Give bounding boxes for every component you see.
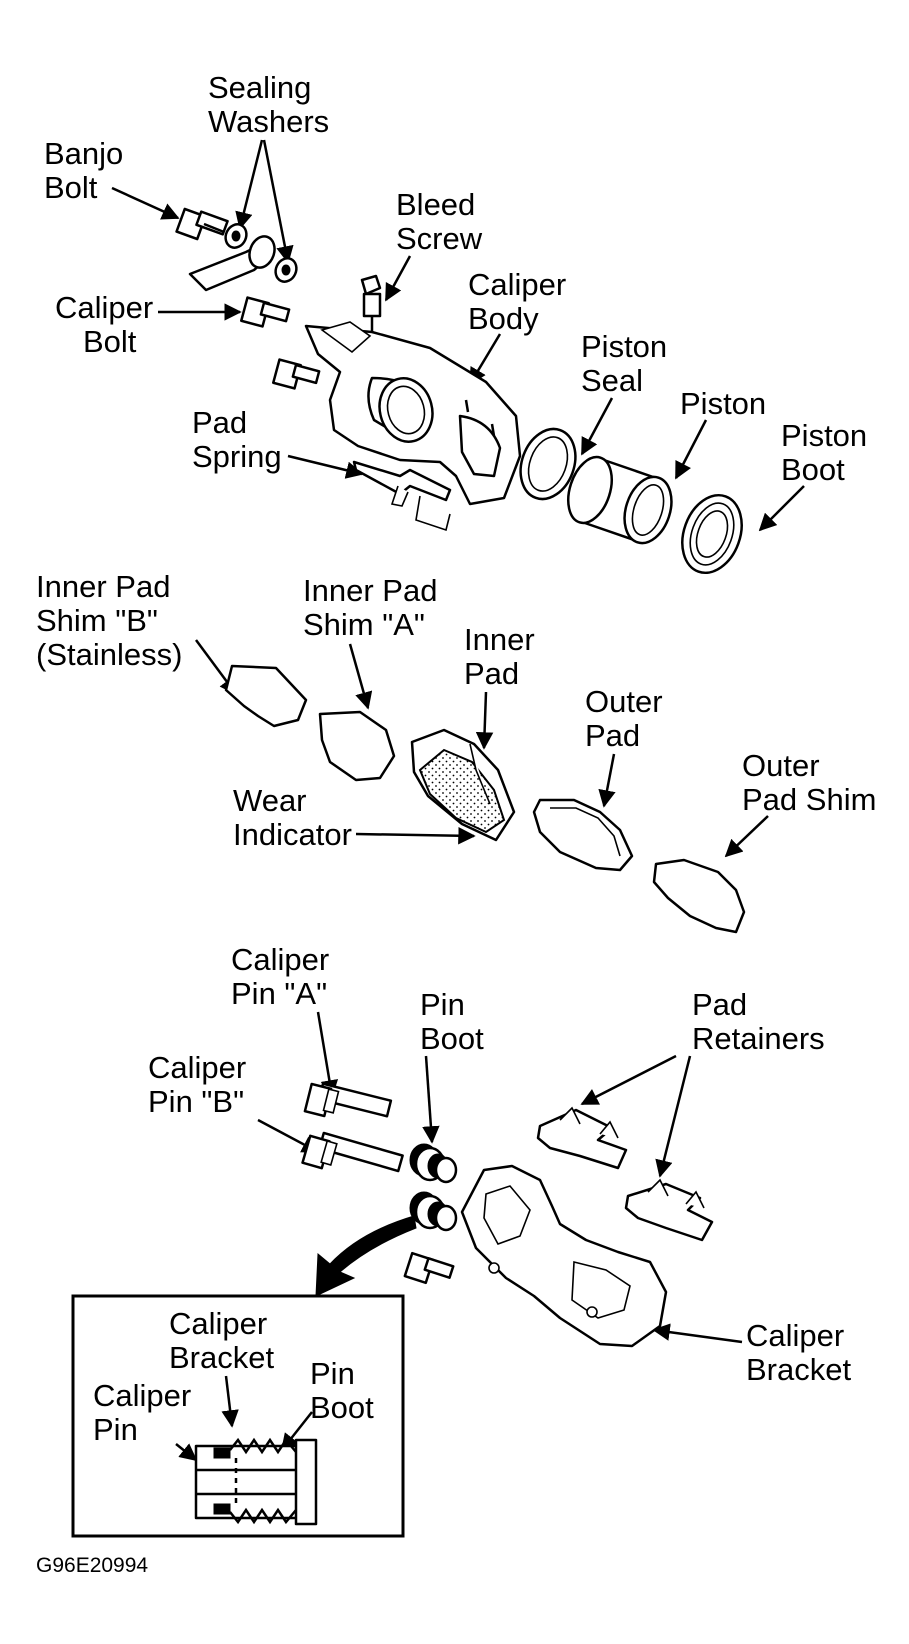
label-outer-pad-shim: Outer Pad Shim: [742, 748, 876, 817]
sealing-washer-2: [274, 257, 298, 283]
outer-pad-shim-part: [652, 858, 746, 934]
label-outer-pad: Outer Pad: [585, 684, 671, 753]
label-banjo-bolt: Banjo Bolt: [44, 136, 132, 205]
piston-part: [567, 455, 673, 545]
inner-pad-shim-a-part: [318, 710, 396, 782]
label-caliper-bolt: Caliper Bolt: [55, 290, 162, 359]
banjo-bolt-part: [175, 207, 229, 241]
caliper-pin-a-part: [303, 1082, 393, 1118]
caliper-pin-b-part: [301, 1131, 404, 1173]
figure-code: G96E20994: [36, 1554, 148, 1577]
label-inner-pad: Inner Pad: [464, 622, 543, 691]
outer-pad-part: [532, 798, 634, 872]
label-piston: Piston: [680, 386, 766, 421]
brake-hose-fitting: [188, 235, 276, 292]
bleed-screw-part: [360, 274, 382, 332]
label-caliper-bracket: Caliper Bracket: [746, 1318, 853, 1387]
label-piston-boot: Piston Boot: [781, 418, 876, 487]
caliper-body-part: [304, 321, 522, 506]
caliper-bolt-lower: [272, 358, 321, 390]
inset-cross-section: [194, 1437, 318, 1526]
label-inner-pad-shim-b: Inner Pad Shim "B" (Stainless): [36, 569, 182, 672]
bracket-bolt-part: [403, 1251, 455, 1285]
label-sealing-washers: Sealing Washers: [208, 70, 329, 139]
labels: Sealing Washers Banjo Bolt Bleed Screw C…: [36, 70, 876, 1577]
label-inset-caliper-pin: Caliper Pin: [93, 1378, 200, 1447]
label-caliper-body: Caliper Body: [468, 267, 575, 336]
leader-lines: [111, 139, 805, 1462]
label-pad-spring: Pad Spring: [192, 405, 282, 474]
label-wear-indicator: Wear Indicator: [233, 783, 352, 852]
piston-boot-part: [681, 493, 743, 575]
label-caliper-pin-b: Caliper Pin "B": [148, 1050, 255, 1119]
label-inner-pad-shim-a: Inner Pad Shim "A": [303, 573, 446, 642]
inset-detail-box: [71, 1294, 405, 1538]
label-caliper-pin-a: Caliper Pin "A": [231, 942, 338, 1011]
label-bleed-screw: Bleed Screw: [396, 187, 484, 256]
inner-pad-part: [410, 728, 516, 842]
pin-boot-lower-part: [409, 1191, 458, 1232]
label-piston-seal: Piston Seal: [581, 329, 676, 398]
pad-retainer-lower-part: [624, 1178, 714, 1242]
label-pad-retainers: Pad Retainers: [692, 987, 825, 1056]
pin-boot-upper-part: [409, 1143, 458, 1184]
piston-seal-part: [519, 427, 577, 501]
sealing-washer-1: [224, 223, 248, 249]
caliper-bracket-part: [460, 1164, 668, 1348]
inset-pointer-arrow: [315, 1215, 417, 1297]
label-pin-boot: Pin Boot: [420, 987, 484, 1056]
pad-spring-part: [352, 460, 452, 532]
pad-retainer-upper-part: [536, 1106, 628, 1170]
inner-pad-shim-b-part: [224, 664, 308, 728]
label-inset-caliper-bracket: Caliper Bracket: [169, 1306, 276, 1375]
label-inset-pin-boot: Pin Boot: [310, 1356, 374, 1425]
caliper-bolt-part: [240, 296, 291, 328]
